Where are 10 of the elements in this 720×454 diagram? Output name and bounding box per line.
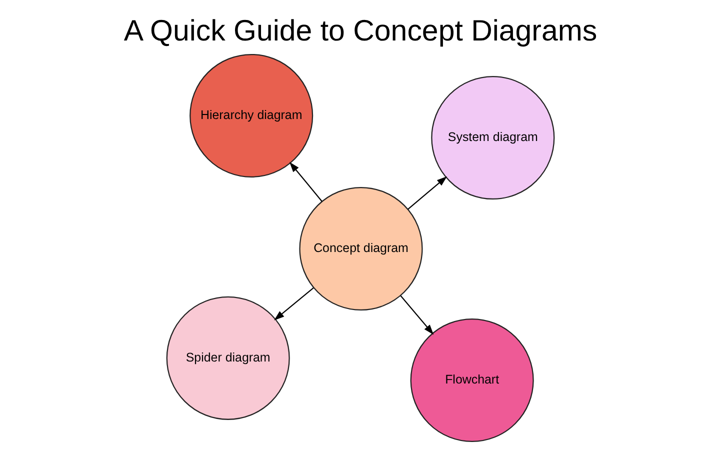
arrow — [400, 295, 434, 335]
node-circle: Flowchart — [410, 318, 534, 442]
node-circle: Hierarchy diagram — [189, 54, 313, 178]
node-circle: Concept diagram — [298, 186, 422, 310]
diagram-title: A Quick Guide to Concept Diagrams — [123, 14, 597, 48]
node-circle: System diagram — [430, 76, 554, 200]
arrow — [274, 287, 314, 320]
node-circle: Spider diagram — [166, 296, 290, 420]
arrow — [288, 162, 322, 202]
arrow — [407, 176, 447, 210]
